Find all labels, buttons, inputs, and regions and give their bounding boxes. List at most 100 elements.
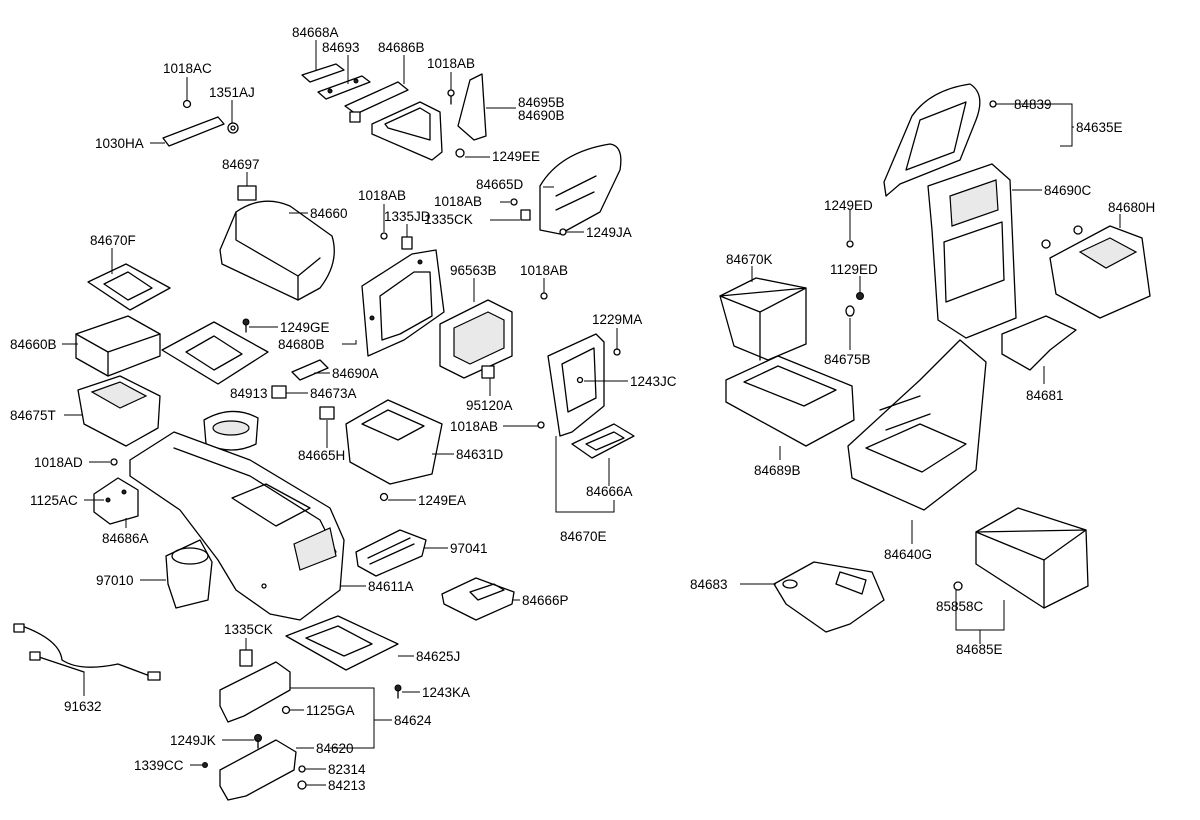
label-1339CC: 1339CC <box>134 758 184 773</box>
part-84670F-tray <box>87 263 171 311</box>
label-84675B: 84675B <box>824 352 871 367</box>
label-84689B: 84689B <box>754 463 801 478</box>
label-1229MA: 1229MA <box>592 312 642 327</box>
part-1018AC-screw <box>182 99 192 109</box>
label-84670F: 84670F <box>90 233 136 248</box>
label-84839: 84839 <box>1014 97 1052 112</box>
label-1249ED: 1249ED <box>824 198 873 213</box>
part-1249JK-bolt <box>254 734 262 749</box>
label-84680B: 84680B <box>278 337 325 352</box>
label-1018AB-b: 1018AB <box>434 194 482 209</box>
label-1335CK-top: 1335CK <box>424 212 473 227</box>
part-console-tray-plate <box>161 321 269 385</box>
label-1335CK-bottom: 1335CK <box>224 622 273 637</box>
part-84640G-frame <box>847 339 987 511</box>
label-84213: 84213 <box>328 778 366 793</box>
part-84690A-bracket <box>291 359 329 381</box>
label-82314: 82314 <box>328 762 366 777</box>
part-1351AJ-washer <box>227 122 239 134</box>
label-84665H: 84665H <box>298 448 345 463</box>
label-1018AC: 1018AC <box>163 61 212 76</box>
part-1339CC-clip <box>202 762 208 768</box>
label-1249GE: 1249GE <box>280 320 330 335</box>
part-82314-washer <box>298 765 306 773</box>
part-1018AB-a-screw <box>380 232 388 240</box>
label-84665D: 84665D <box>476 177 524 192</box>
label-1249EE: 1249EE <box>492 149 540 164</box>
part-84685E-rear-cover <box>975 507 1089 609</box>
part-84680B-bracket <box>361 249 445 357</box>
part-84839-screw <box>989 100 997 108</box>
label-1018AB-top: 1018AB <box>427 56 475 71</box>
part-1335JD-nut <box>401 236 413 250</box>
label-84670E: 84670E <box>560 529 607 544</box>
label-1018AB-a: 1018AB <box>358 188 406 203</box>
part-1125GA-screw <box>281 705 291 715</box>
part-1249EA-screw <box>379 492 389 502</box>
label-1125GA: 1125GA <box>306 703 355 718</box>
part-1129ED-screw <box>856 292 864 300</box>
part-84693-bracket <box>317 75 371 100</box>
part-95120A-connector <box>481 365 495 379</box>
part-1243KA-bolt <box>394 684 402 699</box>
label-84624: 84624 <box>394 713 432 728</box>
label-84631D: 84631D <box>456 447 504 462</box>
label-84690B: 84690B <box>518 108 565 123</box>
label-1018AB-c: 1018AB <box>520 263 568 278</box>
part-84689B-bin <box>725 355 855 447</box>
part-labels: 84668A 84693 84686B 1018AC 1351AJ 1030HA… <box>10 25 1155 793</box>
part-84635E-armrest-cover <box>883 83 981 197</box>
label-1243KA: 1243KA <box>422 685 470 700</box>
part-85858C-clip <box>953 581 963 591</box>
part-84695B-panel <box>457 73 487 141</box>
part-84611A-console <box>129 431 345 621</box>
part-1030HA-plate <box>162 116 225 147</box>
part-1335CK-top-nut <box>520 209 531 221</box>
label-1125AC: 1125AC <box>30 493 78 508</box>
part-84660B-cushion <box>75 315 161 377</box>
label-84625J: 84625J <box>416 649 460 664</box>
label-91632: 91632 <box>64 699 102 714</box>
label-84668A: 84668A <box>292 25 339 40</box>
label-84913: 84913 <box>230 386 268 401</box>
part-84690B-tray <box>371 101 443 161</box>
label-1018AD: 1018AD <box>34 455 83 470</box>
label-1243JC: 1243JC <box>630 374 677 389</box>
label-84640G: 84640G <box>884 547 932 562</box>
part-84913-clip <box>271 385 287 399</box>
part-84665H-switch <box>319 406 335 420</box>
part-84665D-panel <box>539 143 622 235</box>
part-84683-floor-plate <box>773 561 885 633</box>
label-84660: 84660 <box>310 206 348 221</box>
label-84635E: 84635E <box>1076 120 1123 135</box>
part-84631D-storage-box <box>345 399 443 485</box>
part-84670E-panel <box>547 333 605 437</box>
label-84697: 84697 <box>222 157 260 172</box>
label-85858C: 85858C <box>936 599 984 614</box>
part-1018AB-b-screw <box>510 198 518 206</box>
label-1351AJ: 1351AJ <box>209 85 255 100</box>
part-1249GE-screw <box>242 318 250 333</box>
label-84693: 84693 <box>322 40 360 55</box>
label-1129ED: 1129ED <box>830 262 878 277</box>
part-84681-tray <box>1001 315 1077 371</box>
label-84611A: 84611A <box>368 579 414 594</box>
label-96563B: 96563B <box>450 263 497 278</box>
label-84690C: 84690C <box>1044 183 1092 198</box>
part-1243JC-screw <box>576 376 584 384</box>
label-84620: 84620 <box>316 741 354 756</box>
label-84673A: 84673A <box>310 386 357 401</box>
part-84690C-housing <box>927 163 1017 339</box>
label-97041: 97041 <box>450 541 488 556</box>
part-84666P-cover <box>441 577 515 621</box>
label-84686B: 84686B <box>378 40 425 55</box>
part-84660-armrest-lid <box>219 200 335 301</box>
label-84681: 84681 <box>1026 388 1064 403</box>
part-97010-duct <box>165 539 213 609</box>
part-84213-plug <box>297 780 307 790</box>
part-84666A-tray <box>571 423 635 459</box>
label-84666P: 84666P <box>522 593 569 608</box>
part-1335CK-bottom-nut <box>239 649 253 667</box>
label-1030HA: 1030HA <box>95 136 144 151</box>
